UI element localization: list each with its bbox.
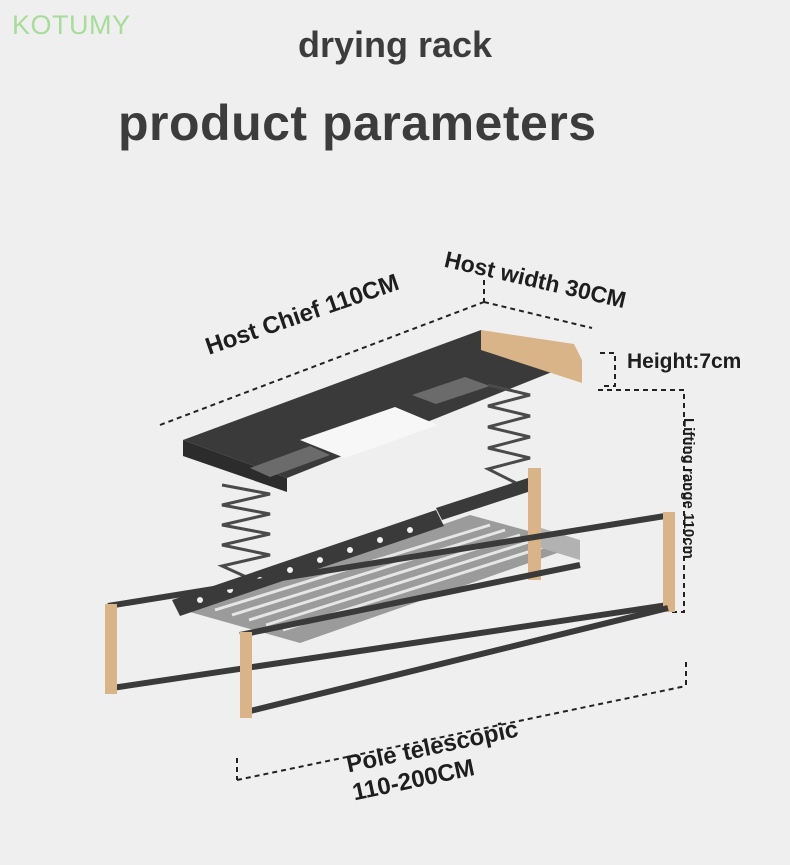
scissor-arm-left (217, 483, 271, 586)
host-width-dimension-line (483, 301, 593, 329)
host-side (183, 440, 287, 492)
host-top-face (183, 330, 582, 478)
drying-tray (172, 468, 580, 643)
telescopic-poles (105, 512, 675, 718)
scissor-lifts (217, 383, 531, 586)
page-title: drying rack (297, 24, 493, 65)
scissor-arm-right (483, 383, 531, 488)
tray-rods (214, 523, 551, 632)
page-subtitle: product parameters (118, 95, 597, 151)
dimension-lines (159, 280, 687, 781)
host-unit (183, 330, 582, 492)
pole-back-upper (107, 513, 666, 609)
height-label: Height:7cm (627, 350, 742, 373)
wood-post-left (105, 604, 117, 694)
lifting-range-label: Lifting range 110cm (680, 418, 697, 559)
host-end-cap (481, 330, 582, 383)
height-bracket (600, 352, 616, 387)
wood-post-center (528, 468, 541, 580)
pole-back-lower (111, 602, 669, 691)
tray-back-rail (436, 478, 534, 520)
host-vent-right (412, 377, 490, 404)
wood-post-right (663, 512, 675, 612)
pole-front-upper (239, 562, 581, 638)
pole-front-lower (245, 605, 669, 715)
host-light-panel (300, 407, 438, 458)
pole-dimension-line (236, 685, 687, 781)
host-chief-dimension-line (159, 301, 485, 426)
wood-post-front (240, 632, 252, 718)
host-vent-left (250, 446, 330, 477)
brand-watermark: KOTUMY (12, 10, 131, 40)
tray-front-rail (172, 510, 444, 616)
